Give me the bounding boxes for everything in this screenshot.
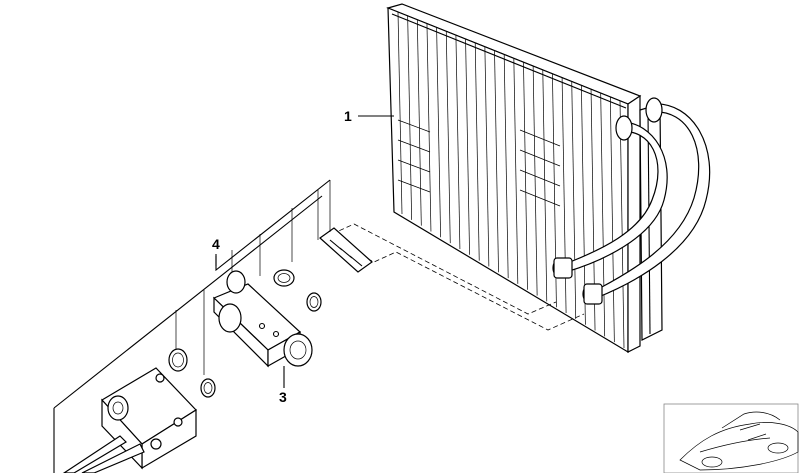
expansion-valve[interactable] (212, 270, 313, 368)
slotted-clip[interactable] (319, 227, 373, 273)
callout-leader-lines (215, 115, 394, 388)
refrigerant-pipes[interactable] (552, 97, 711, 305)
evaporator-fins (397, 11, 625, 349)
callout-evaporator: 1 (344, 108, 352, 124)
gasket-bracket-lines (53, 179, 331, 473)
evaporator-grid-texture (397, 119, 561, 207)
callout-gasket-set: 4 (212, 236, 220, 252)
callout-expansion-valve: 3 (279, 389, 287, 405)
connection-flange[interactable] (62, 367, 197, 473)
vehicle-thumbnail (663, 403, 799, 473)
evaporator-core[interactable] (386, 3, 663, 354)
o-ring-set[interactable] (168, 269, 322, 398)
